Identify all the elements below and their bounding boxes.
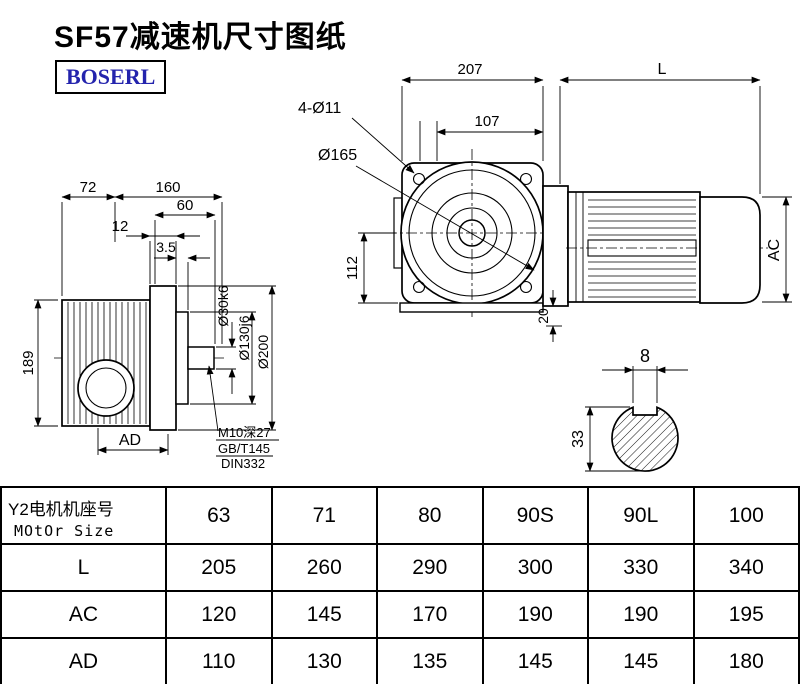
- shaft-section-drawing: 8 33: [570, 346, 688, 472]
- dim-ac-label: AC: [766, 239, 783, 261]
- dia-shaft-label: Ø30k6: [215, 285, 231, 326]
- dim-3-5-label: 3.5: [156, 239, 176, 255]
- l-value-cell: 290: [376, 543, 484, 592]
- ad-value-cell: 130: [270, 637, 378, 684]
- dimension-table: Y2电机机座号 MOtOr Size 63 71 80 90S 90L 100 …: [0, 486, 800, 684]
- motor-size-label-en: MOtOr Size: [14, 521, 115, 540]
- ac-value-cell: 120: [165, 590, 273, 639]
- side-view-geometry: [54, 285, 224, 431]
- l-value-cell: 300: [481, 543, 589, 592]
- dim-12-label: 12: [112, 218, 129, 235]
- dim-160-label: 160: [155, 179, 180, 196]
- dim-8-label: 8: [640, 346, 650, 366]
- dim-112-label: 112: [344, 256, 361, 280]
- motor-size-col-6: 100: [692, 486, 800, 545]
- side-view-dimension-lines: [34, 193, 279, 457]
- table-header-row: Y2电机机座号 MOtOr Size 63 71 80 90S 90L 100: [0, 486, 800, 545]
- ac-value-cell: 170: [376, 590, 484, 639]
- table-row-ad: AD 110 130 135 145 145 180: [0, 637, 800, 684]
- note-tap-label: M10深27: [218, 425, 271, 440]
- ac-value-cell: 190: [481, 590, 589, 639]
- l-value-cell: 330: [587, 543, 695, 592]
- motor-size-col-1: 63: [165, 486, 273, 545]
- technical-drawing-canvas: 72 160 60 12 3.5 189 AD Ø30k6 Ø130j6 Ø20…: [20, 61, 792, 472]
- motor-size-col-4: 90S: [481, 486, 589, 545]
- ad-value-cell: 180: [692, 637, 800, 684]
- dim-4xd11-label: 4-Ø11: [298, 100, 341, 117]
- shaft-section-outline: [611, 406, 679, 472]
- row-label-ad: AD: [0, 637, 167, 684]
- front-view-dimension-lines: [351, 76, 792, 342]
- row-label-l: L: [0, 543, 167, 592]
- motor-size-col-5: 90L: [587, 486, 695, 545]
- dim-ad-label: AD: [119, 432, 141, 449]
- dim-33-label: 33: [570, 430, 587, 448]
- motor-size-col-2: 71: [270, 486, 378, 545]
- dim-107-label: 107: [474, 113, 499, 130]
- shaft-section-dimension-lines: [585, 366, 688, 472]
- dia-hub-label: Ø130j6: [236, 315, 252, 360]
- dim-207-label: 207: [457, 61, 482, 78]
- ac-value-cell: 190: [587, 590, 695, 639]
- table-row-l: L 205 260 290 300 330 340: [0, 543, 800, 592]
- note-std1-label: GB/T145: [218, 441, 270, 456]
- ad-value-cell: 145: [587, 637, 695, 684]
- motor-size-col-3: 80: [376, 486, 484, 545]
- note-std2-label: DIN332: [221, 456, 265, 471]
- dia-165-label: Ø165: [318, 147, 357, 164]
- brand-logo-box: BOSERL: [55, 60, 167, 94]
- dim-20-label: 20: [535, 308, 551, 324]
- row-label-ac: AC: [0, 590, 167, 639]
- dim-72-label: 72: [80, 179, 97, 196]
- front-view-drawing: 207 L 4-Ø11 107 Ø165 112 AC 20: [298, 61, 792, 342]
- l-value-cell: 205: [165, 543, 273, 592]
- ad-value-cell: 135: [376, 637, 484, 684]
- motor-size-header-cell: Y2电机机座号 MOtOr Size: [0, 486, 167, 545]
- ac-value-cell: 145: [270, 590, 378, 639]
- l-value-cell: 340: [692, 543, 800, 592]
- ac-value-cell: 195: [692, 590, 800, 639]
- side-view-drawing: 72 160 60 12 3.5 189 AD Ø30k6 Ø130j6 Ø20…: [20, 179, 279, 471]
- l-value-cell: 260: [270, 543, 378, 592]
- motor-size-label-cn: Y2电机机座号: [8, 499, 114, 519]
- dim-l-label: L: [658, 61, 667, 78]
- dia-flange-label: Ø200: [255, 335, 271, 369]
- table-row-ac: AC 120 145 170 190 190 195: [0, 590, 800, 639]
- ad-value-cell: 110: [165, 637, 273, 684]
- dim-189-label: 189: [20, 350, 37, 375]
- brand-name: BOSERL: [66, 64, 156, 89]
- ad-value-cell: 145: [481, 637, 589, 684]
- page-title: SF57减速机尺寸图纸: [54, 21, 347, 54]
- front-view-geometry: [386, 149, 768, 317]
- dim-60-label: 60: [177, 197, 194, 214]
